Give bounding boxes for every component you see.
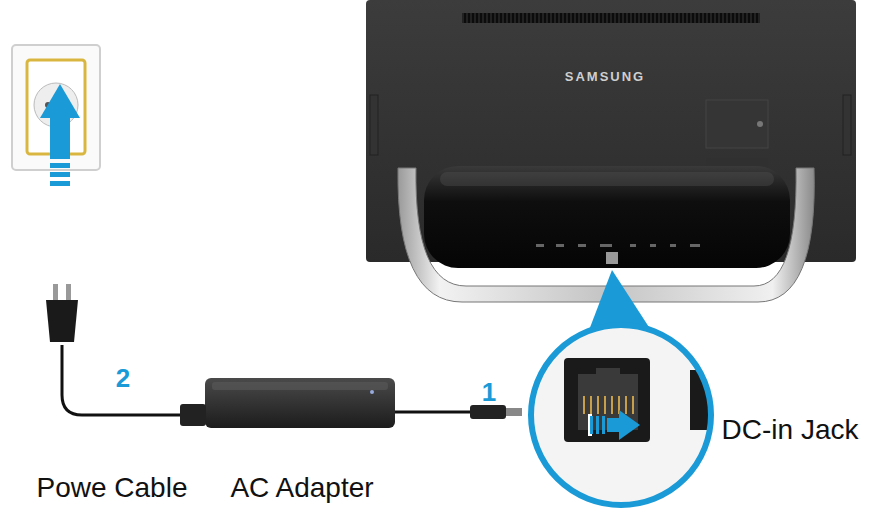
zoom-callout bbox=[530, 270, 720, 505]
part-label: DC-in Jack bbox=[722, 415, 859, 446]
stand bbox=[398, 166, 814, 302]
power-cable bbox=[46, 284, 206, 426]
brand-logo: SAMSUNG bbox=[565, 70, 645, 84]
plug-arrow bbox=[40, 84, 80, 186]
ac-adapter bbox=[205, 378, 522, 428]
callout-number: 1 bbox=[482, 378, 496, 407]
insert-arrow bbox=[588, 410, 640, 440]
callout-number: 2 bbox=[116, 364, 130, 393]
wall-socket bbox=[12, 45, 100, 170]
part-label: Powe Cable bbox=[37, 473, 188, 504]
part-label: AC Adapter bbox=[230, 473, 373, 504]
